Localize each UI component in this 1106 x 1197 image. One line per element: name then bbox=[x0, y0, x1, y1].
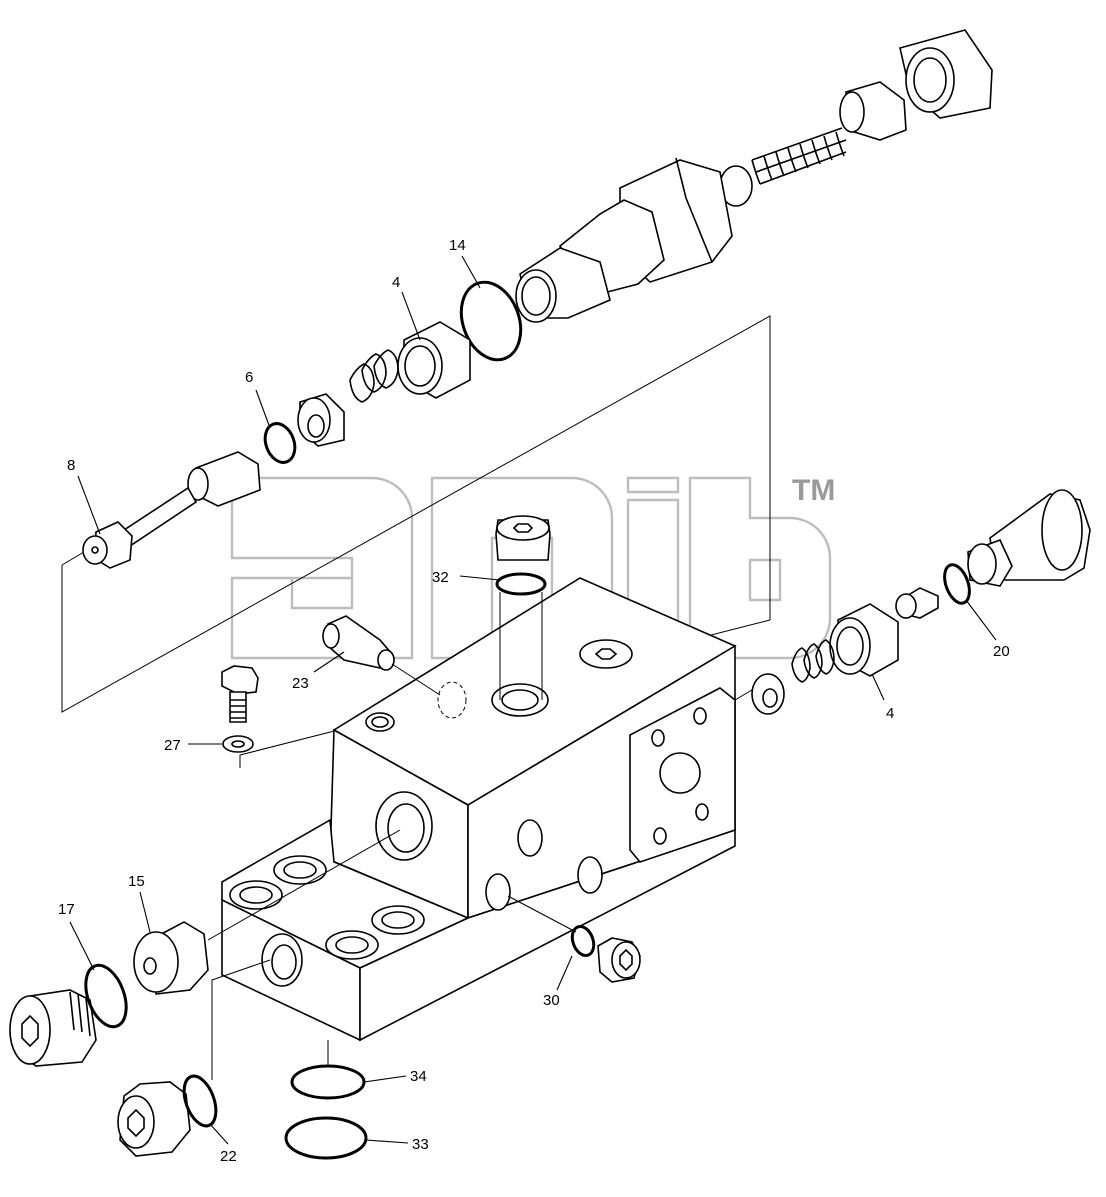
oring-6 bbox=[263, 422, 297, 464]
plunger-right bbox=[895, 587, 939, 619]
oring-22 bbox=[182, 1074, 218, 1128]
label-6: 6 bbox=[245, 369, 253, 386]
watermark-trademark: TM bbox=[792, 474, 835, 507]
label-15: 15 bbox=[128, 873, 145, 890]
oring-30 bbox=[570, 924, 596, 958]
washer-27 bbox=[222, 735, 254, 753]
label-30: 30 bbox=[543, 992, 560, 1009]
cartridge-valve-top bbox=[515, 29, 993, 323]
watermark-logo: TM bbox=[230, 474, 835, 660]
fitting-23 bbox=[322, 615, 441, 696]
spring-seat-right bbox=[751, 673, 785, 715]
sleeve-4-top bbox=[397, 321, 471, 399]
oring-33 bbox=[284, 1116, 368, 1160]
label-17: 17 bbox=[58, 901, 75, 918]
plug-17 bbox=[9, 989, 97, 1067]
label-4-top: 4 bbox=[392, 274, 400, 291]
label-20: 20 bbox=[993, 643, 1010, 660]
label-23: 23 bbox=[292, 675, 309, 692]
oring-20 bbox=[943, 563, 971, 605]
plug-22 bbox=[117, 1081, 191, 1157]
bolt-27 bbox=[221, 665, 259, 723]
spring-top-small bbox=[349, 349, 399, 403]
spring-seat-top bbox=[297, 393, 345, 447]
label-34: 34 bbox=[410, 1068, 427, 1085]
oring-17 bbox=[84, 963, 128, 1029]
plug-32-leader bbox=[499, 592, 543, 700]
relief-valve-right bbox=[967, 489, 1091, 587]
plug-32 bbox=[495, 515, 551, 561]
leader-lines bbox=[69, 255, 997, 1145]
label-4-right: 4 bbox=[886, 705, 894, 722]
label-32: 32 bbox=[432, 569, 449, 586]
label-33: 33 bbox=[412, 1136, 429, 1153]
spring-right bbox=[791, 639, 835, 683]
oring-34 bbox=[290, 1064, 366, 1100]
part-labels: 8 6 4 14 32 23 27 20 4 15 17 30 34 33 22 bbox=[58, 237, 1010, 1165]
label-27: 27 bbox=[164, 737, 181, 754]
plug-30 bbox=[507, 895, 641, 983]
oring-32 bbox=[495, 572, 547, 596]
valve-block bbox=[221, 577, 737, 1042]
poppet-8 bbox=[82, 451, 261, 569]
label-8: 8 bbox=[67, 457, 75, 474]
label-14: 14 bbox=[449, 237, 466, 254]
spool-15 bbox=[133, 829, 401, 995]
label-22: 22 bbox=[220, 1148, 237, 1165]
sleeve-4-right bbox=[829, 603, 899, 677]
